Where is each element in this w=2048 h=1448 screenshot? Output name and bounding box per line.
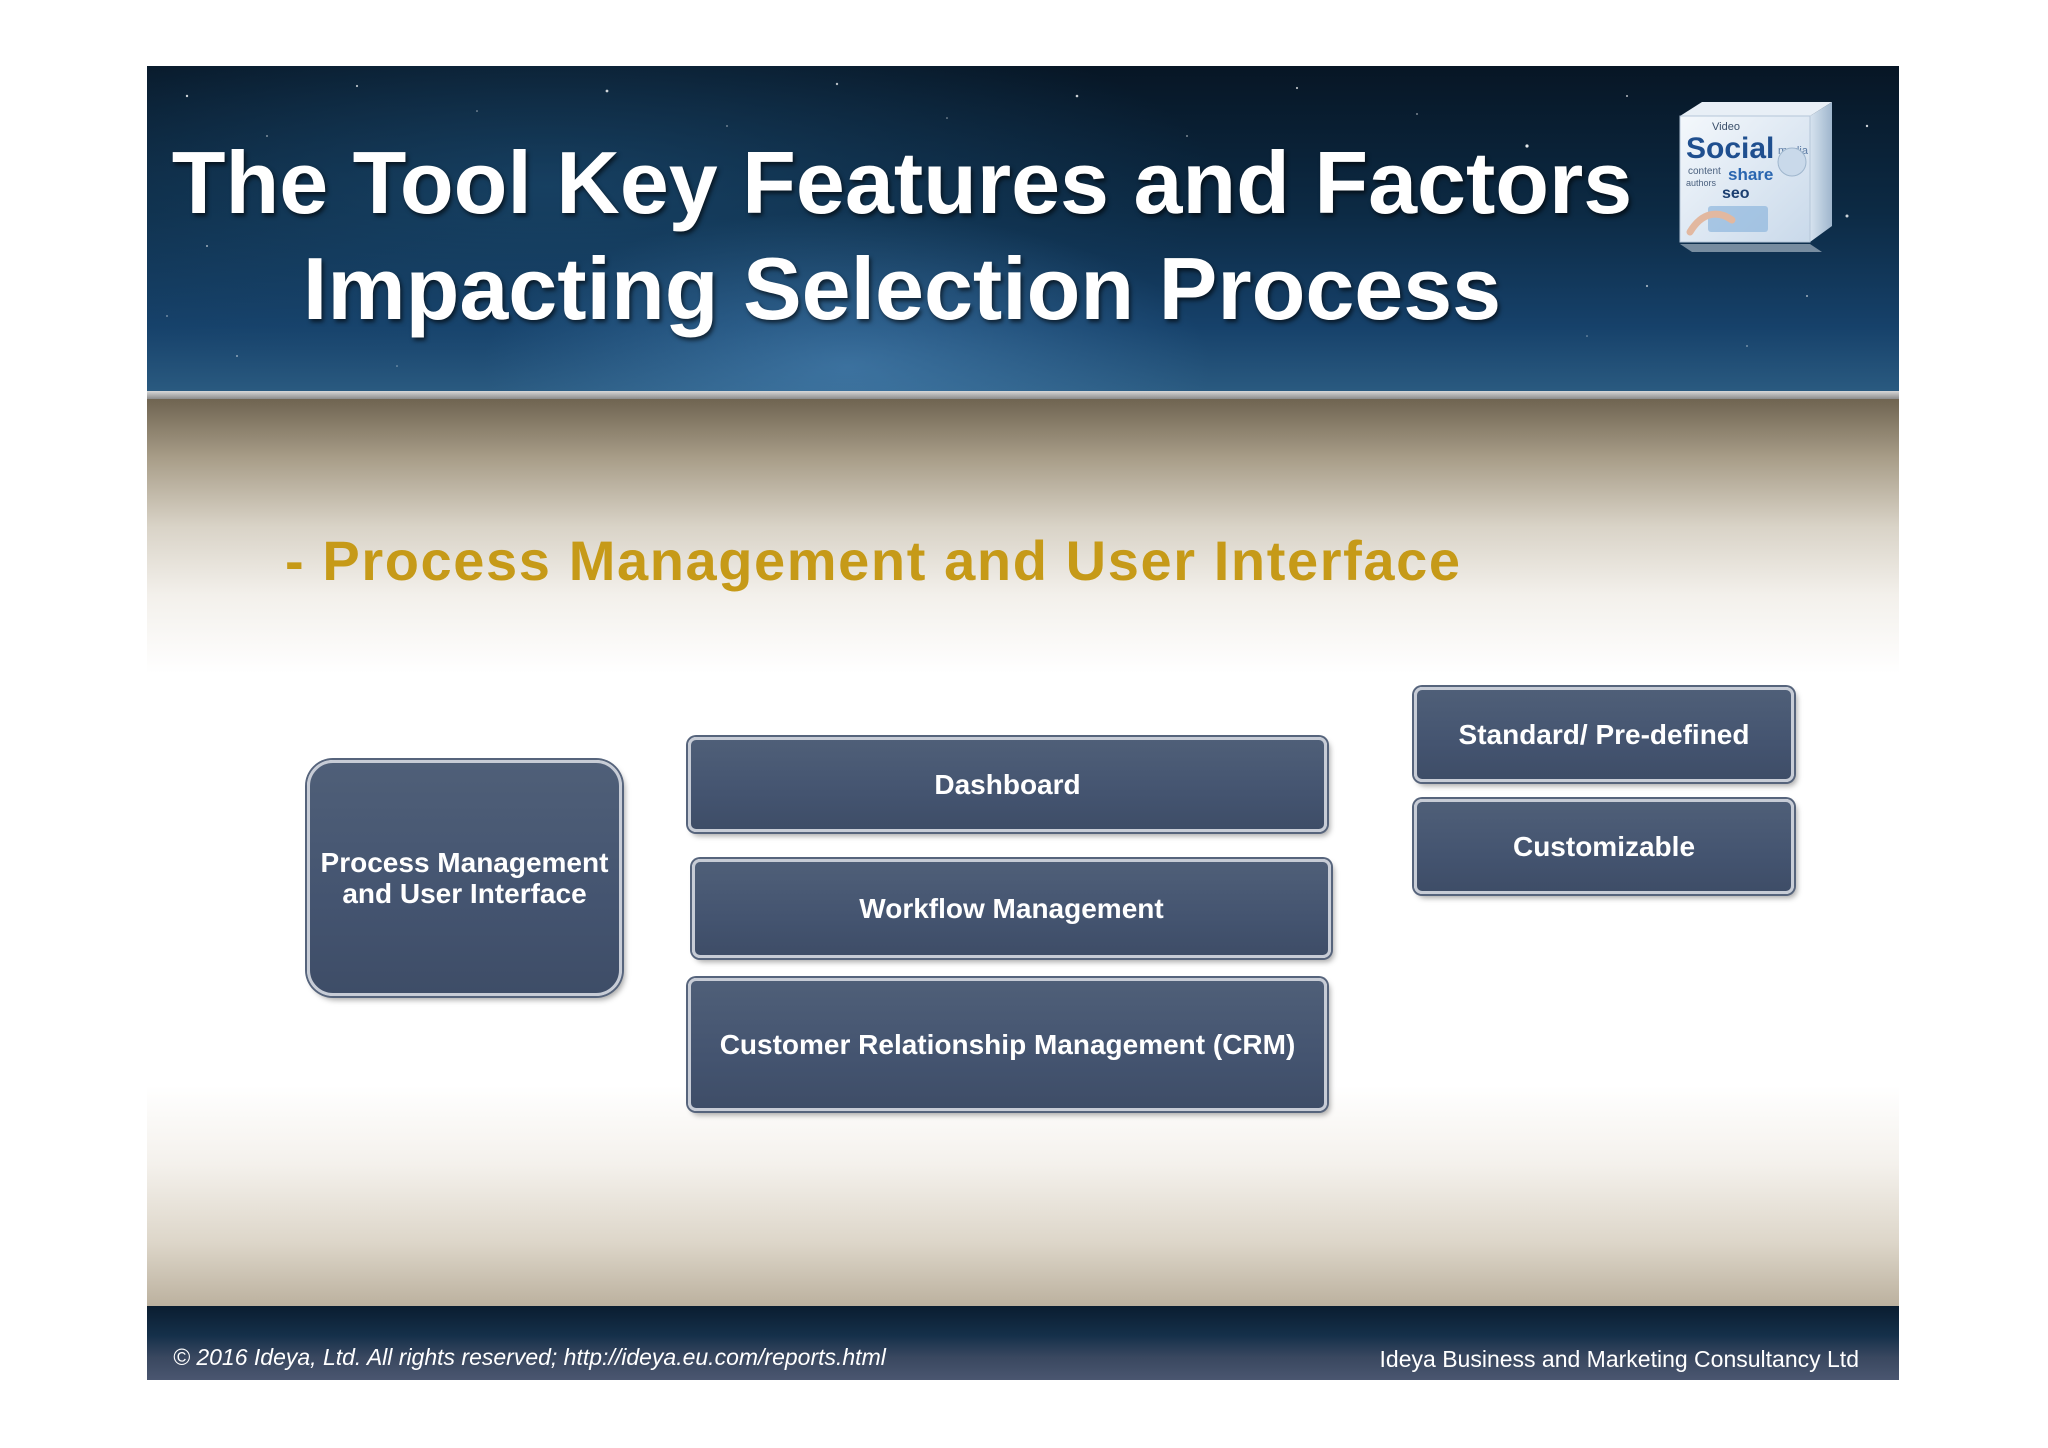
diagram-node-workflow-management: Workflow Management [692,859,1331,958]
logo-word-authors: authors [1686,178,1717,188]
diagram-root-label: Process Management and User Interface [320,847,609,909]
slide-title: The Tool Key Features and Factors Impact… [147,130,1657,342]
diagram-node-label: Workflow Management [859,892,1164,924]
logo-word-video: Video [1712,121,1740,133]
slide: The Tool Key Features and Factors Impact… [147,66,1899,1380]
social-media-cube-logo: Video Social media content share authors… [1679,102,1832,252]
header-divider [147,391,1899,399]
footer-company-name: Ideya Business and Marketing Consultancy… [1379,1346,1859,1372]
starfield-background [166,82,1869,367]
diagram-node-label: Customizable [1512,830,1696,862]
slide-title-line-2: Impacting Selection Process [302,239,1502,338]
diagram-node-crm: Customer Relationship Management (CRM) [688,978,1327,1111]
logo-word-content: content [1688,166,1721,177]
footer-copyright: © 2016 Ideya, Ltd. All rights reserved; … [173,1344,886,1370]
diagram-node-label: Customer Relationship Management (CRM) [719,1028,1296,1060]
footer-bar: © 2016 Ideya, Ltd. All rights reserved; … [147,1306,1899,1380]
diagram-node-standard-predefined: Standard/ Pre-defined [1414,687,1794,782]
section-subtitle: - Process Management and User Interface [285,529,1462,592]
logo-word-seo: seo [1722,185,1750,202]
diagram-root-node: Process Management and User Interface [307,760,622,996]
diagram-node-customizable: Customizable [1414,799,1794,894]
logo-word-social: Social [1686,132,1774,165]
diagram-node-dashboard: Dashboard [688,737,1327,832]
slide-title-line-1: The Tool Key Features and Factors [171,133,1633,232]
diagram-node-label: Dashboard [934,768,1081,800]
logo-word-share: share [1728,165,1773,184]
diagram-node-label: Standard/ Pre-defined [1458,718,1750,750]
header-banner: The Tool Key Features and Factors Impact… [147,66,1899,391]
